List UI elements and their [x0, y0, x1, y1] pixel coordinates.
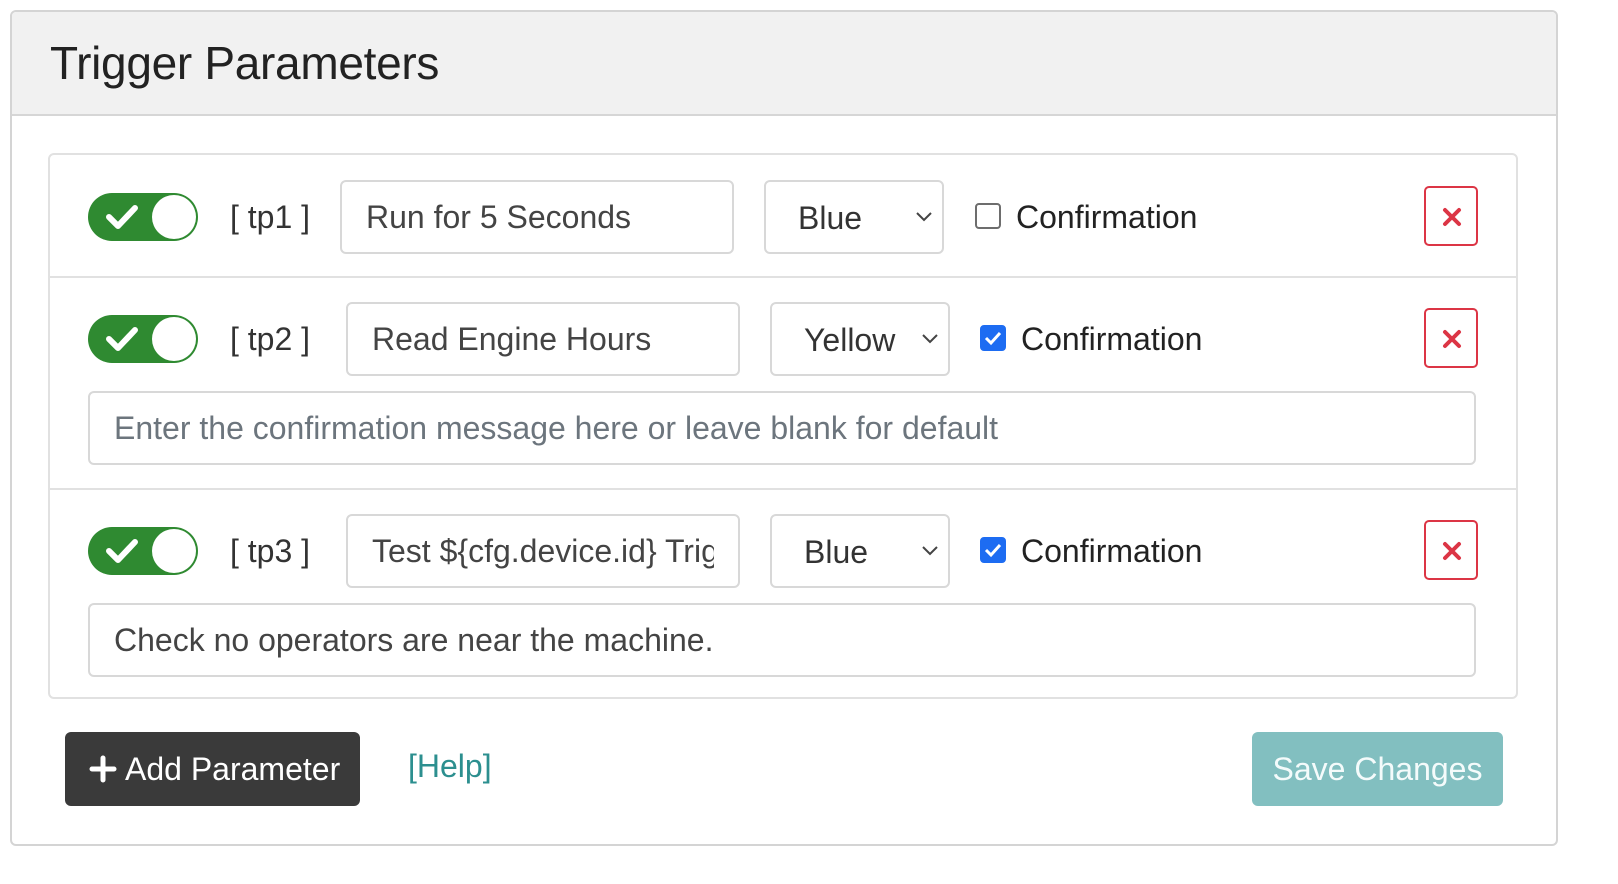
- confirmation-label: Confirmation: [1016, 199, 1198, 235]
- check-icon: [106, 539, 138, 563]
- parameter-row-tp1: [ tp1 ] Blue Confirmation: [50, 155, 1516, 277]
- color-select[interactable]: Blue: [764, 180, 944, 254]
- parameter-name-input[interactable]: [346, 302, 740, 376]
- close-icon: [1443, 208, 1461, 226]
- chevron-down-icon: [922, 334, 938, 344]
- checkmark-icon: [984, 331, 1002, 346]
- help-link[interactable]: [Help]: [408, 748, 492, 784]
- color-select-value: Blue: [804, 534, 869, 570]
- confirmation-checkbox[interactable]: [980, 325, 1006, 351]
- enable-toggle[interactable]: [88, 193, 198, 241]
- toggle-knob: [152, 317, 196, 361]
- parameter-tag: [ tp2 ]: [230, 321, 311, 357]
- parameter-name-input[interactable]: [346, 514, 740, 588]
- delete-parameter-button[interactable]: [1424, 308, 1478, 368]
- color-select-value: Blue: [798, 200, 863, 236]
- color-select[interactable]: Blue: [770, 514, 950, 588]
- confirmation-checkbox[interactable]: [975, 203, 1001, 229]
- confirmation-label: Confirmation: [1021, 533, 1203, 569]
- enable-toggle[interactable]: [88, 315, 198, 363]
- page-title: Trigger Parameters: [50, 37, 440, 89]
- save-changes-button[interactable]: Save Changes: [1252, 732, 1503, 806]
- row-divider: [50, 276, 1516, 278]
- confirmation-label: Confirmation: [1021, 321, 1203, 357]
- parameter-tag: [ tp3 ]: [230, 533, 311, 569]
- check-icon: [106, 327, 138, 351]
- parameter-row-tp3: [ tp3 ] Blue Confirmation: [50, 490, 1516, 697]
- plus-icon: [89, 755, 117, 783]
- parameter-list: [ tp1 ] Blue Confirmation [ tp2 ] Yellow…: [48, 153, 1518, 699]
- color-select-value: Yellow: [804, 322, 896, 358]
- color-select[interactable]: Yellow: [770, 302, 950, 376]
- toggle-knob: [152, 529, 196, 573]
- delete-parameter-button[interactable]: [1424, 186, 1478, 246]
- parameter-tag: [ tp1 ]: [230, 199, 311, 235]
- row-divider: [50, 488, 1516, 490]
- confirmation-checkbox[interactable]: [980, 537, 1006, 563]
- parameter-row-tp2: [ tp2 ] Yellow Confirmation: [50, 278, 1516, 488]
- enable-toggle[interactable]: [88, 527, 198, 575]
- check-icon: [106, 205, 138, 229]
- confirmation-message-input[interactable]: [88, 391, 1476, 465]
- close-icon: [1443, 330, 1461, 348]
- close-icon: [1443, 542, 1461, 560]
- checkmark-icon: [984, 543, 1002, 558]
- confirmation-message-input[interactable]: [88, 603, 1476, 677]
- add-parameter-button[interactable]: Add Parameter: [65, 732, 360, 806]
- toggle-knob: [152, 195, 196, 239]
- chevron-down-icon: [916, 212, 932, 222]
- card-header: Trigger Parameters: [12, 12, 1556, 116]
- parameter-name-input[interactable]: [340, 180, 734, 254]
- add-parameter-label: Add Parameter: [125, 750, 341, 787]
- delete-parameter-button[interactable]: [1424, 520, 1478, 580]
- chevron-down-icon: [922, 546, 938, 556]
